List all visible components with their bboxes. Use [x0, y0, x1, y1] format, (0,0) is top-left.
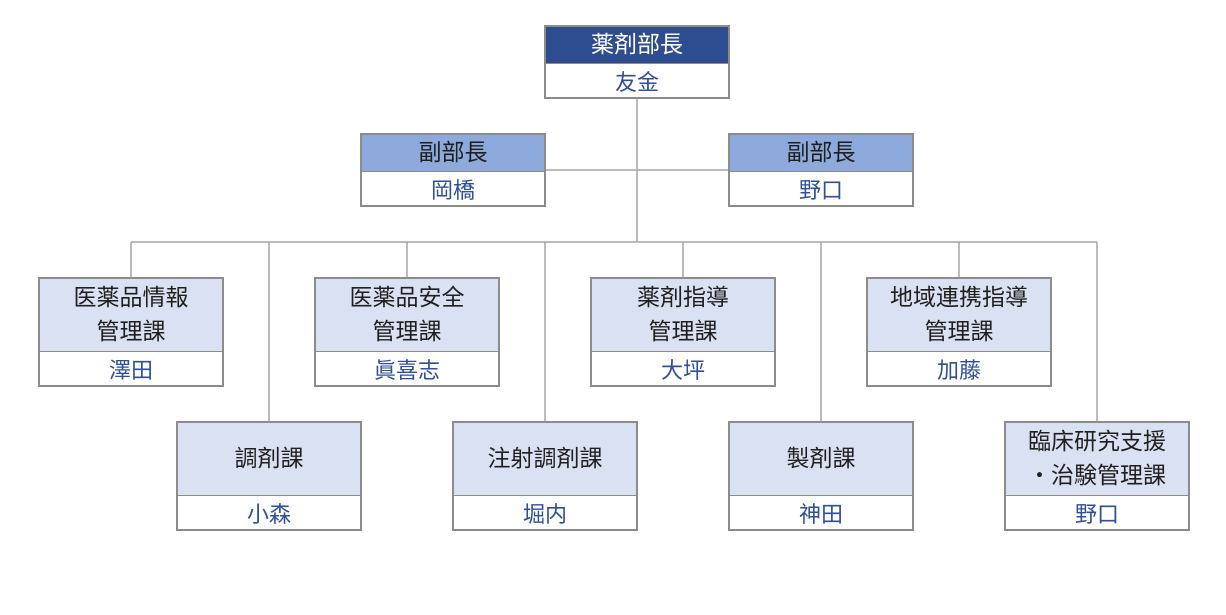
section-box-pharmaceutical-guidance: 薬剤指導 管理課 大坪: [590, 277, 776, 387]
section-title-line1: 注射調剤課: [487, 446, 603, 472]
director-box: 薬剤部長 友金: [544, 25, 730, 99]
section-title: 医薬品安全 管理課: [316, 279, 498, 352]
section-box-drug-safety: 医薬品安全 管理課 眞喜志: [314, 277, 500, 387]
section-title: 調剤課: [178, 423, 360, 496]
deputy-box-left: 副部長 岡橋: [360, 133, 546, 207]
section-title: 製剤課: [730, 423, 912, 496]
section-title-line2: ・治験管理課: [1028, 463, 1166, 489]
section-box-injection-dispensing: 注射調剤課 堀内: [452, 421, 638, 531]
section-box-manufacturing: 製剤課 神田: [728, 421, 914, 531]
section-title-line1: 調剤課: [234, 446, 304, 472]
section-title-line1: 地域連携指導: [890, 285, 1028, 311]
deputy-title: 副部長: [362, 135, 544, 172]
deputy-name: 野口: [798, 179, 843, 204]
section-head-name: 小森: [246, 503, 291, 528]
section-head-name: 神田: [798, 503, 843, 528]
section-title-line2: 管理課: [924, 319, 994, 345]
section-head-name: 堀内: [522, 503, 567, 528]
section-head-name: 眞喜志: [373, 359, 440, 384]
section-title-line2: 管理課: [96, 319, 166, 345]
section-title-line1: 臨床研究支援: [1028, 429, 1166, 455]
section-box-regional-cooperation: 地域連携指導 管理課 加藤: [866, 277, 1052, 387]
section-box-drug-information: 医薬品情報 管理課 澤田: [38, 277, 224, 387]
section-title: 医薬品情報 管理課: [40, 279, 222, 352]
section-title: 薬剤指導 管理課: [592, 279, 774, 352]
section-title: 注射調剤課: [454, 423, 636, 496]
section-title-line2: 管理課: [372, 319, 442, 345]
section-title-line2: 管理課: [648, 319, 718, 345]
section-box-clinical-research: 臨床研究支援 ・治験管理課 野口: [1004, 421, 1190, 531]
section-title-line1: 医薬品情報: [73, 285, 189, 311]
section-title-line1: 医薬品安全: [349, 285, 465, 311]
section-title-line1: 製剤課: [786, 446, 856, 472]
section-title-line1: 薬剤指導: [637, 285, 729, 311]
section-head-name: 加藤: [936, 359, 981, 384]
section-head-name: 大坪: [660, 359, 705, 384]
deputy-name: 岡橋: [430, 179, 475, 204]
director-title: 薬剤部長: [546, 27, 728, 64]
section-title: 地域連携指導 管理課: [868, 279, 1050, 352]
deputy-title: 副部長: [730, 135, 912, 172]
section-box-dispensing: 調剤課 小森: [176, 421, 362, 531]
section-title: 臨床研究支援 ・治験管理課: [1006, 423, 1188, 496]
section-head-name: 澤田: [108, 359, 153, 384]
deputy-box-right: 副部長 野口: [728, 133, 914, 207]
section-head-name: 野口: [1074, 503, 1119, 528]
director-name: 友金: [614, 71, 659, 96]
